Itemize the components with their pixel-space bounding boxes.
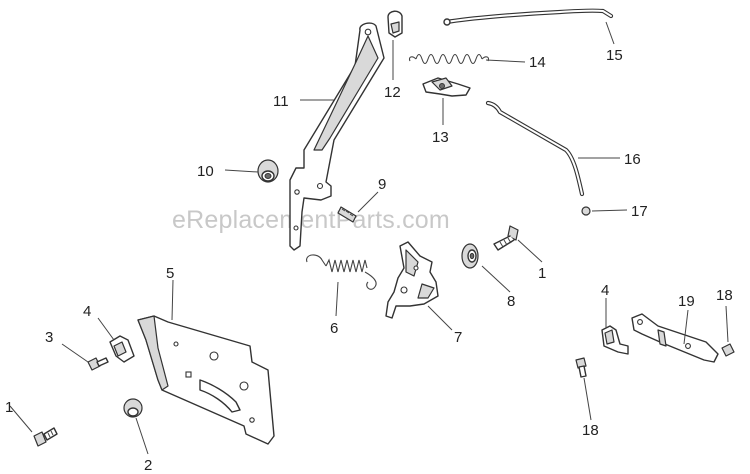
part-12-clip <box>387 10 403 38</box>
callout-1-lower: 1 <box>5 399 13 416</box>
part-19-bar <box>631 313 719 363</box>
callout-1-upper: 1 <box>538 265 546 282</box>
part-7-bracket <box>385 241 439 319</box>
part-15-rod <box>443 8 614 26</box>
callout-19: 19 <box>678 293 695 310</box>
part-16-rod <box>485 100 585 197</box>
callout-4-left: 4 <box>83 303 91 320</box>
part-1-bolt-lower <box>33 427 58 447</box>
callout-5: 5 <box>166 265 174 282</box>
callout-6: 6 <box>330 320 338 337</box>
part-4-bracket-left <box>109 335 135 363</box>
part-9-pin <box>337 206 357 223</box>
callout-15: 15 <box>606 47 623 64</box>
callout-14: 14 <box>529 54 546 71</box>
watermark: eReplacementParts.com <box>172 206 450 234</box>
callout-18-right: 18 <box>716 287 733 304</box>
part-1-bolt-upper <box>493 225 519 251</box>
part-5-plate <box>137 315 275 445</box>
part-18-screw-right <box>721 343 735 357</box>
callout-16: 16 <box>624 151 641 168</box>
callout-2: 2 <box>144 457 152 474</box>
part-14-spring <box>408 53 490 65</box>
part-8-washer <box>461 243 479 269</box>
callout-3: 3 <box>45 329 53 346</box>
part-11-lever <box>289 22 385 251</box>
part-3-screw <box>87 357 109 371</box>
part-13-bracket <box>422 77 471 97</box>
callout-10: 10 <box>197 163 214 180</box>
leader-lines <box>9 21 729 455</box>
callout-7: 7 <box>454 329 462 346</box>
callout-11: 11 <box>273 93 289 110</box>
callout-18-lower: 18 <box>582 422 599 439</box>
part-17-clip <box>581 206 591 216</box>
part-6-spring <box>306 254 377 290</box>
callout-12: 12 <box>384 84 401 101</box>
part-10-nut <box>257 159 279 183</box>
callout-8: 8 <box>507 293 515 310</box>
callout-17: 17 <box>631 203 648 220</box>
part-4-bracket-right <box>601 325 629 355</box>
callout-4-right: 4 <box>601 282 609 299</box>
part-18-screw-lower <box>575 357 587 378</box>
callout-9: 9 <box>378 176 386 193</box>
callout-13: 13 <box>432 129 449 146</box>
callout-labels: 1 2 3 4 5 6 7 8 1 9 10 11 12 13 14 15 16… <box>5 47 733 474</box>
part-2-nut <box>123 398 143 418</box>
